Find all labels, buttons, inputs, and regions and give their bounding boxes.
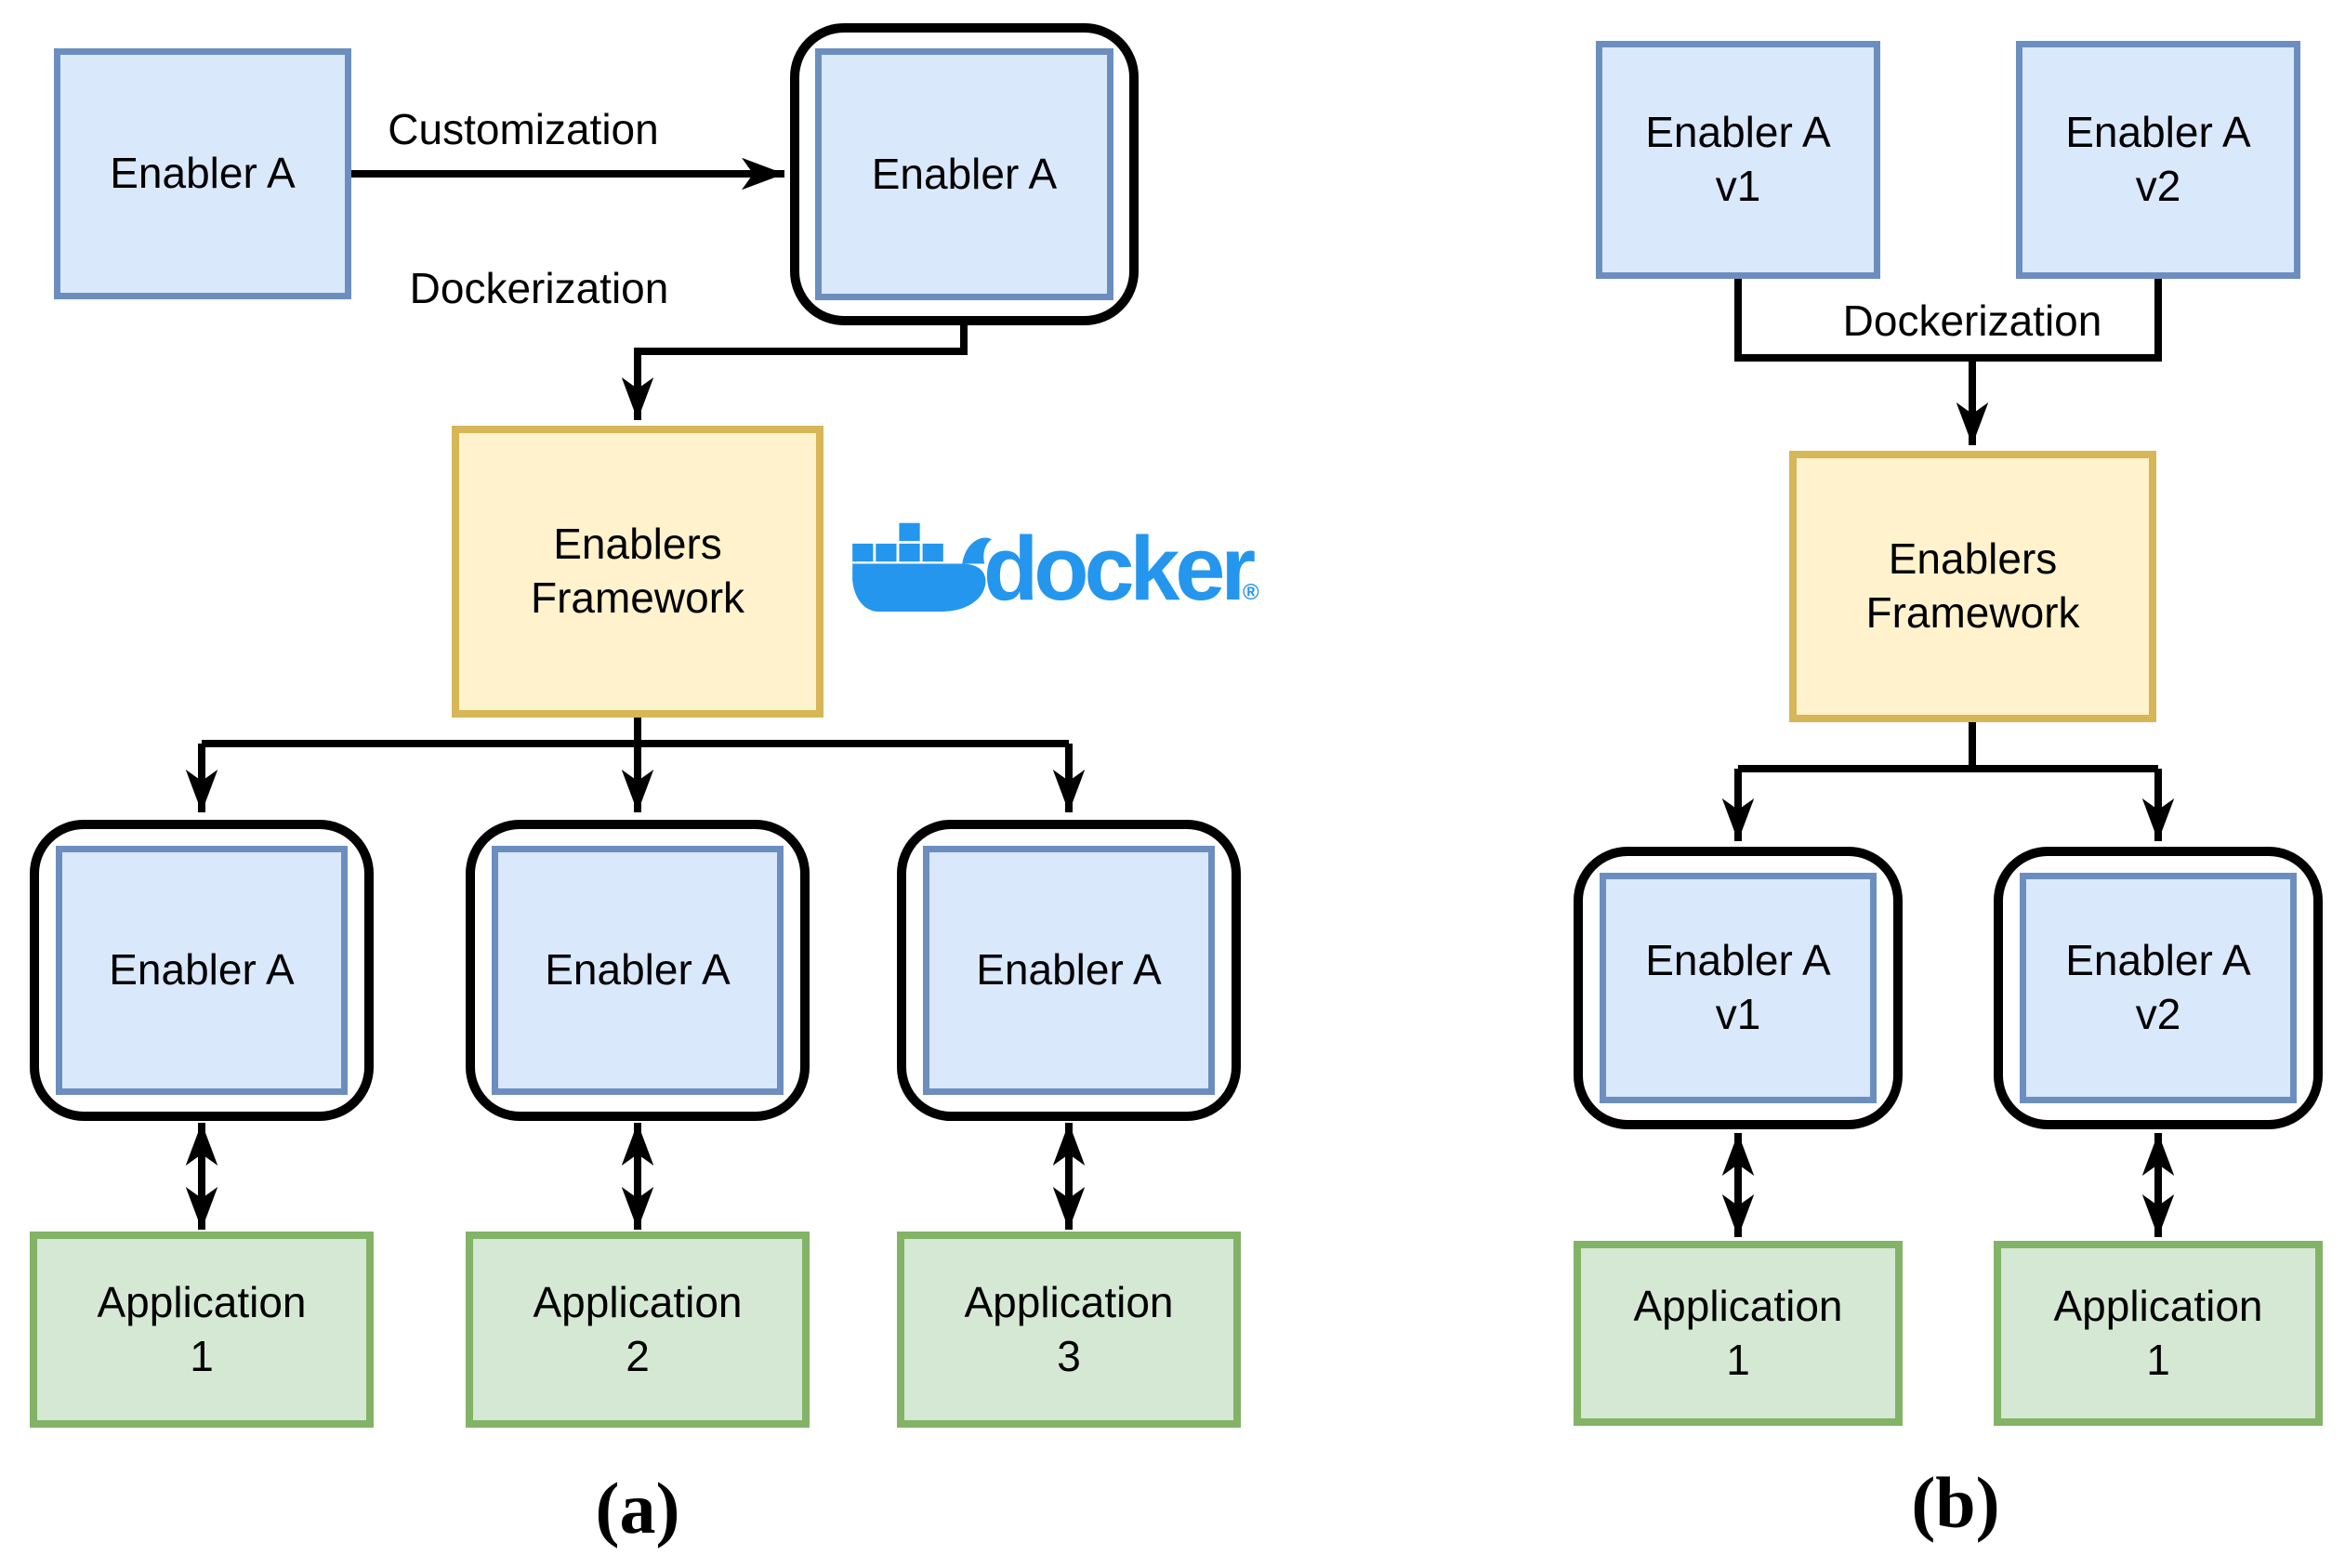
application-1-box-b1: Application 1	[1574, 1241, 1903, 1426]
application-3-label-a: Application 3	[964, 1277, 1174, 1380]
enabler-a-v1-label: Enabler A v1	[1645, 108, 1831, 210]
application-1-box-b2: Application 1	[1994, 1241, 2323, 1426]
enabler-instance-2-label: Enabler A	[545, 945, 731, 995]
application-1-box-a: Application 1	[30, 1232, 374, 1428]
enabler-a-v1-box: Enabler A v1	[1596, 41, 1880, 279]
enabler-instance-1-label: Enabler A	[109, 945, 295, 995]
docker-wordmark: docker	[983, 518, 1256, 619]
enablers-framework-label-b: Enablers Framework	[1865, 534, 2080, 637]
enabler-a-v2-box: Enabler A v2	[2016, 41, 2300, 279]
enablers-framework-box-b: Enablers Framework	[1789, 451, 2156, 722]
dockerization-arrow-a	[621, 325, 968, 420]
docker-container-instance-2: Enabler A	[466, 820, 810, 1121]
version-merge-line-b	[1734, 279, 2162, 362]
enabler-a-v2-containerized-box: Enabler A v2	[2020, 873, 2297, 1103]
caption-a: (a)	[595, 1468, 680, 1548]
docker-container-instance-1: Enabler A	[30, 820, 374, 1121]
enabler-instance-3-label: Enabler A	[976, 945, 1162, 995]
docker-container-v1: Enabler A v1	[1574, 847, 1903, 1129]
enabler-a-v1-containerized-box: Enabler A v1	[1600, 873, 1877, 1103]
enabler-a-v2-containerized-label: Enabler A v2	[2065, 936, 2251, 1038]
docker-container-v2: Enabler A v2	[1994, 847, 2323, 1129]
application-2-label-a: Application 2	[533, 1277, 743, 1380]
docker-registered-mark: ®	[1243, 580, 1259, 605]
docker-whale-icon	[852, 522, 992, 612]
enabler-instance-3-box: Enabler A	[923, 846, 1215, 1095]
enabler-a-dockerized-label: Enabler A	[871, 149, 1058, 198]
enabler-a-original-label: Enabler A	[110, 149, 296, 198]
application-2-box-a: Application 2	[466, 1232, 810, 1428]
enabler-a-v2-label: Enabler A v2	[2065, 108, 2251, 210]
enabler-a-v1-containerized-label: Enabler A v1	[1645, 936, 1831, 1038]
dockerization-label-a: Dockerization	[409, 264, 669, 312]
application-3-box-a: Application 3	[897, 1232, 1241, 1428]
application-1-label-b1: Application 1	[1633, 1281, 1843, 1384]
customization-label: Customization	[388, 105, 659, 153]
application-1-label-a: Application 1	[97, 1277, 307, 1380]
enabler-instance-2-box: Enabler A	[492, 846, 784, 1095]
enabler-a-dockerized-box: Enabler A	[815, 48, 1113, 300]
enabler-a-original-box: Enabler A	[54, 48, 351, 299]
docker-container-instance-3: Enabler A	[897, 820, 1241, 1121]
enabler-instance-1-box: Enabler A	[56, 846, 348, 1095]
enablers-framework-box-a: Enablers Framework	[452, 426, 823, 718]
application-1-label-b2: Application 1	[2053, 1281, 2263, 1384]
docker-container-top: Enabler A	[790, 23, 1139, 325]
dockerization-label-b: Dockerization	[1842, 296, 2102, 345]
caption-b: (b)	[1911, 1462, 2000, 1543]
enablers-framework-label-a: Enablers Framework	[530, 520, 745, 622]
